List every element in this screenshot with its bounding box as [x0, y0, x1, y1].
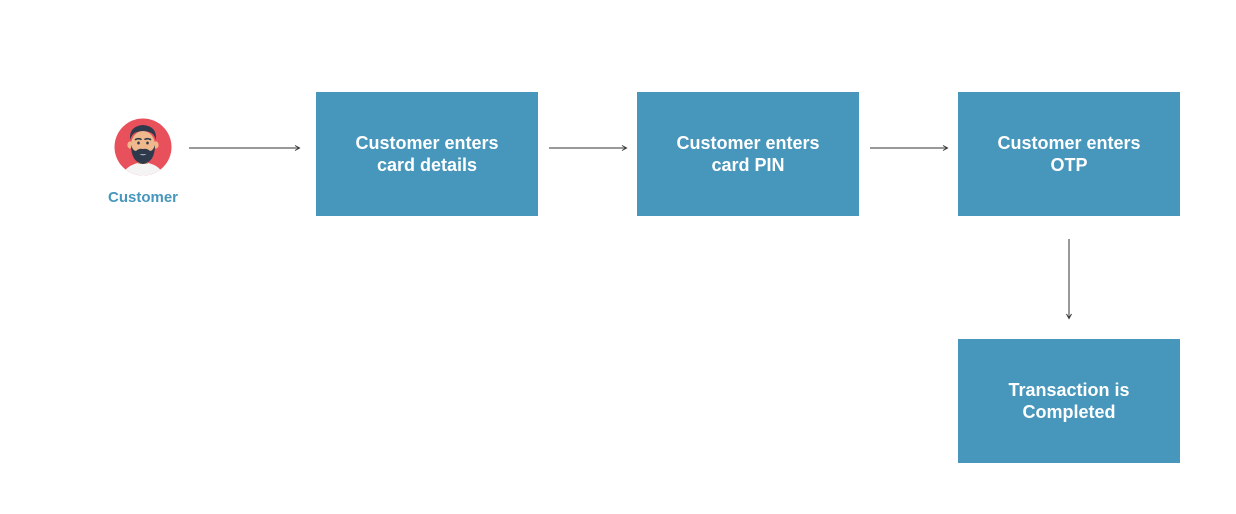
arrow-card-details-to-pin [549, 145, 628, 151]
actor-label: Customer [107, 189, 178, 206]
step-otp: Customer enters OTP [958, 92, 1180, 216]
arrow-otp-to-completed [1066, 239, 1072, 320]
arrow-actor-to-card-details [189, 145, 301, 151]
step-transaction-completed: Transaction is Completed [958, 339, 1180, 463]
step-card-pin: Customer enters card PIN [637, 92, 859, 216]
customer-avatar-icon [114, 118, 172, 176]
arrow-pin-to-otp [870, 145, 949, 151]
step-card-details: Customer enters card details [316, 92, 538, 216]
